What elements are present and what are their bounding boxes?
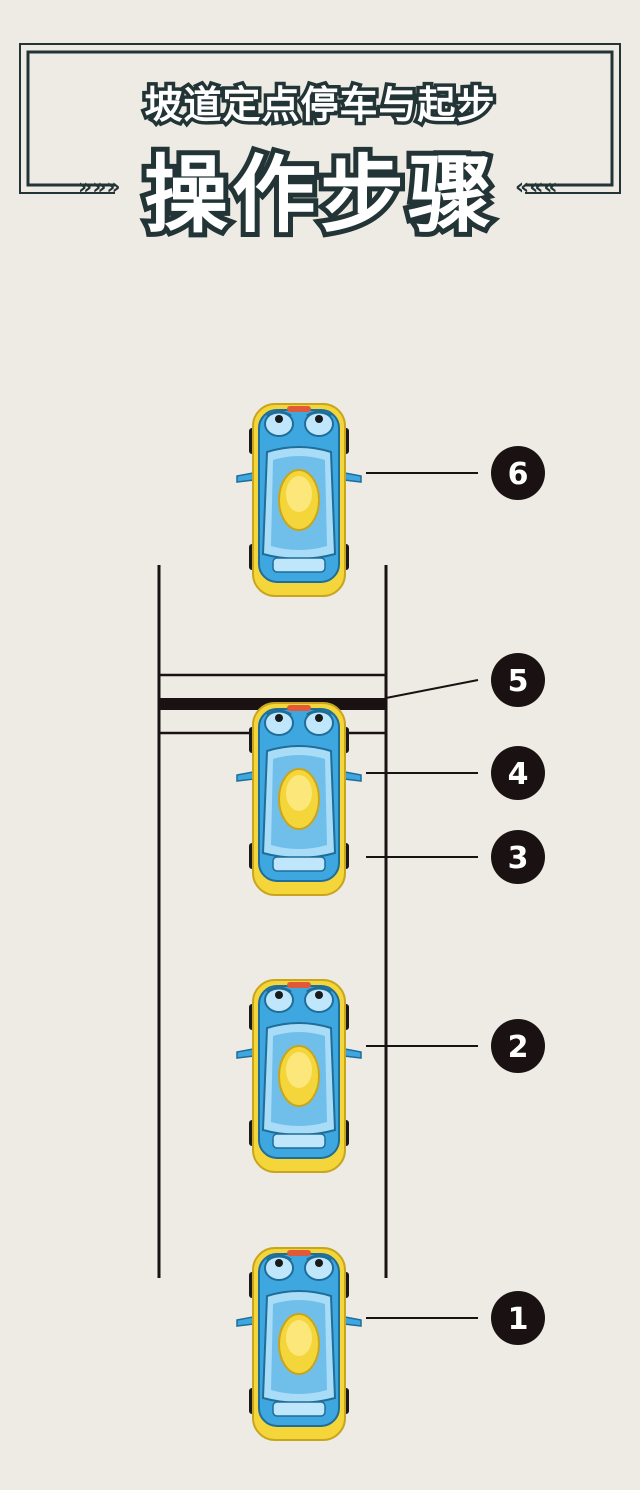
svg-text:2: 2 [508,1030,529,1065]
svg-text:3: 3 [508,841,529,876]
step-marker-2: 2 [491,1019,545,1073]
svg-text:4: 4 [508,757,529,792]
step-marker-1: 1 [491,1291,545,1345]
car-position-3-4-5 [235,701,363,897]
svg-text:1: 1 [508,1302,529,1337]
step-marker-5: 5 [491,653,545,707]
car-position-1 [235,1246,363,1442]
header-arrows-right: ««« [515,175,558,200]
header-title: 操作步骤 [144,146,496,244]
header-subtitle: 坡道定点停车与起步 [144,83,495,127]
step-marker-6: 6 [491,446,545,500]
header-arrows-left: »»» [78,175,121,200]
svg-text:»»»: »»» [78,175,121,200]
car-position-2 [235,978,363,1174]
step-marker-3: 3 [491,830,545,884]
header-frame [19,43,621,194]
svg-text:6: 6 [508,457,529,492]
leader-lines [366,472,479,1319]
car-position-6 [235,402,363,598]
leader-line-5 [385,679,479,699]
svg-text:5: 5 [508,664,529,699]
svg-text:«««: ««« [515,175,558,200]
step-marker-4: 4 [491,746,545,800]
